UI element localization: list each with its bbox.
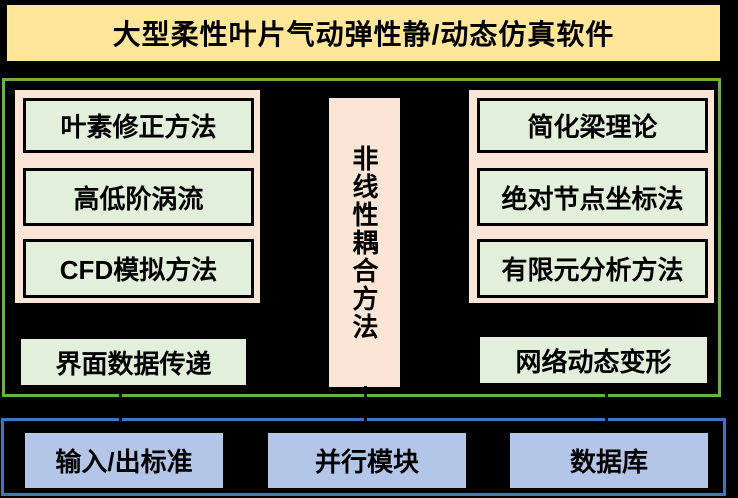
aero-footer-box: 界面数据传递 [18,336,249,388]
structure-module-2: 绝对节点坐标法 [477,168,708,226]
platform-frame: 输入/出标准 并行模块 数据库 [1,418,726,496]
coupling-label: 非线性耦合方法 [349,144,379,341]
title-box: 大型柔性叶片气动弹性静/动态仿真软件 [4,2,723,64]
diagram-title: 大型柔性叶片气动弹性静/动态仿真软件 [112,19,615,50]
structure-panel: 简化梁理论 绝对节点坐标法 有限元分析方法 [467,88,716,305]
connector-left [119,386,122,424]
aero-module-1: 叶素修正方法 [23,98,254,153]
coupling-column: 非线性耦合方法 [329,98,400,387]
aero-module-2: 高低阶涡流 [23,168,254,226]
connector-middle [364,386,367,424]
platform-module-database: 数据库 [510,433,708,488]
platform-module-parallel: 并行模块 [268,433,466,488]
structure-footer-box: 网络动态变形 [477,334,710,386]
connector-right [605,386,608,424]
core-methods-frame [2,78,721,397]
structure-module-1: 简化梁理论 [477,98,708,153]
platform-module-io: 输入/出标准 [25,433,223,488]
structure-module-3: 有限元分析方法 [477,239,708,298]
aero-panel: 叶素修正方法 高低阶涡流 CFD模拟方法 [13,88,262,305]
aero-module-3: CFD模拟方法 [23,239,254,298]
